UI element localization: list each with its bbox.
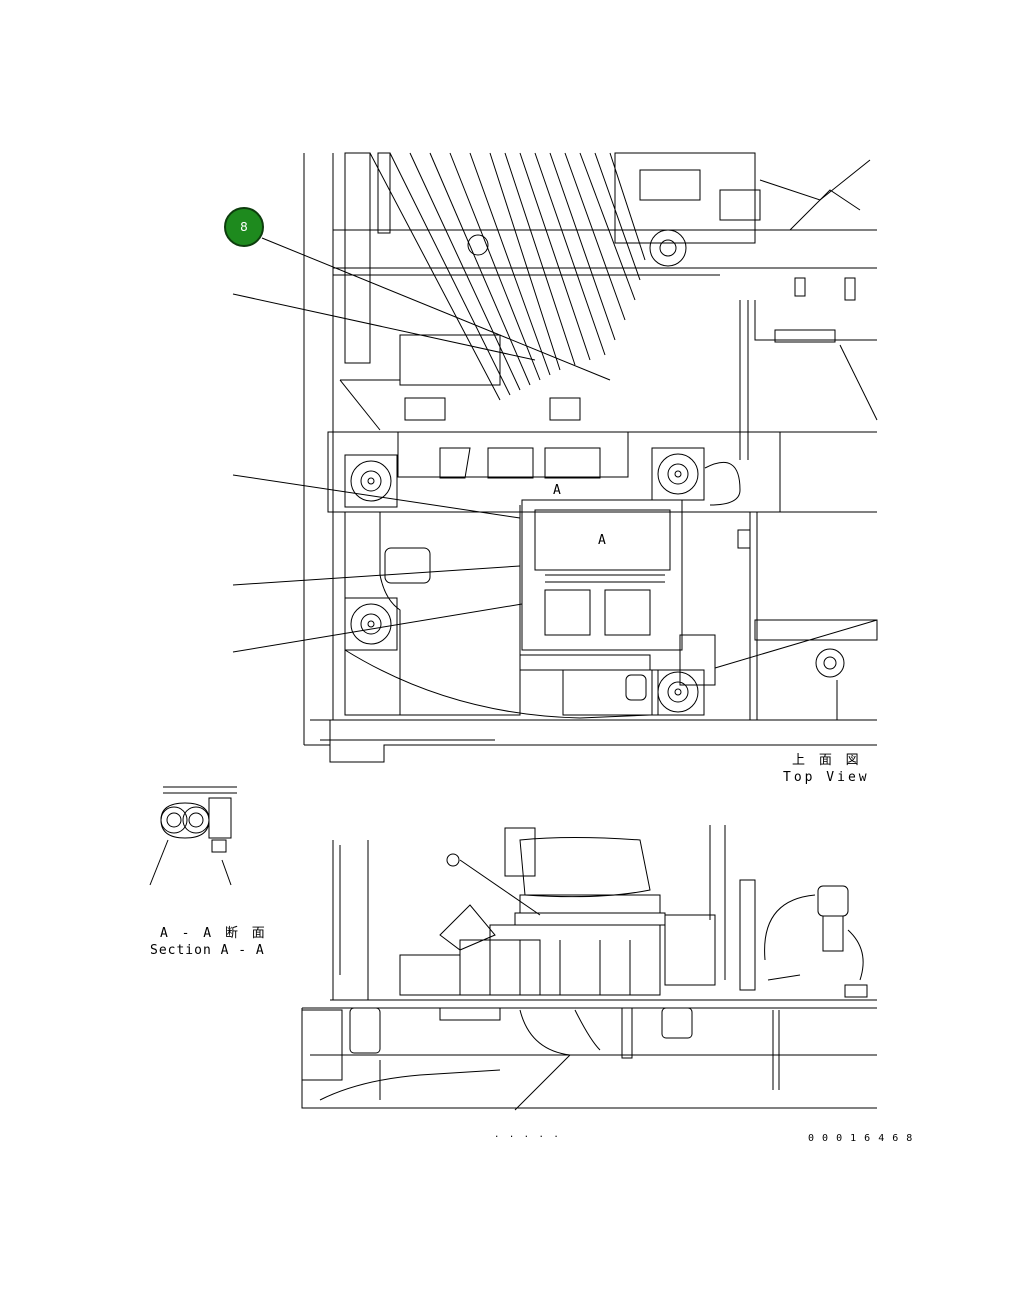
side-view-drawing: [301, 825, 877, 1109]
drawing-number: 0 0 0 1 6 4 6 8: [808, 1133, 914, 1144]
leader-lines-top: [232, 237, 878, 669]
section-mark-a-2: A: [598, 533, 609, 548]
top-view-label-en: Top View: [783, 770, 870, 785]
section-aa-label-en: Section A - A: [150, 943, 265, 958]
section-mark-a-1: A: [553, 483, 564, 498]
leader-lines-side: [514, 1054, 571, 1111]
callout-balloon-8[interactable]: 8: [224, 207, 264, 247]
section-aa-drawing: [149, 786, 237, 886]
top-view-label-jp: 上 面 図: [792, 753, 862, 768]
section-aa-label-jp: A - A 断 面: [160, 926, 268, 941]
top-view-drawing: [303, 152, 878, 763]
footer-dots: . . . . .: [494, 1130, 561, 1140]
